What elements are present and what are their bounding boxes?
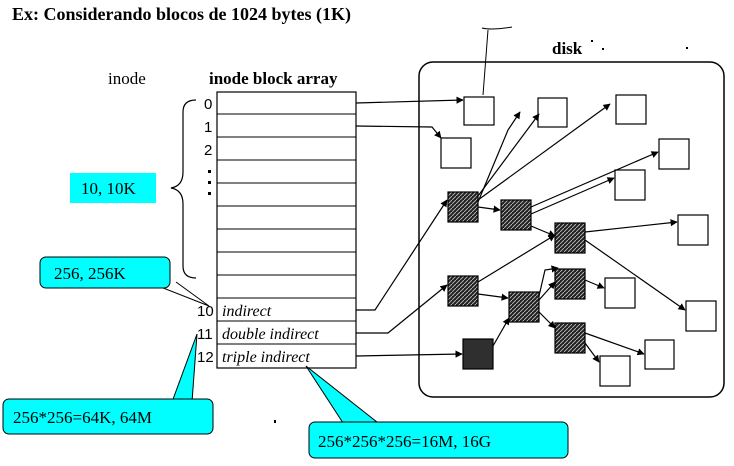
scribble-mark — [481, 26, 513, 96]
callout-triple-pointer — [305, 365, 383, 427]
index-11: 11 — [197, 326, 213, 343]
callout-triple-text: 256*256*256=16M, 16G — [318, 432, 491, 451]
index-12: 12 — [197, 349, 214, 366]
callout-triple: 256*256*256=16M, 16G — [308, 421, 569, 459]
index-0: 0 — [204, 96, 212, 113]
callout-direct: 10, 10K — [70, 173, 156, 203]
index-1: 1 — [204, 119, 212, 136]
callout-direct-text: 10, 10K — [81, 179, 137, 198]
callout-double-text: 256*256=64K, 64M — [13, 408, 152, 427]
inode-block-array — [216, 91, 357, 369]
callout-single-text: 256, 256K — [54, 264, 127, 283]
disk-region — [418, 61, 725, 398]
slide-title: Ex: Considerando blocos de 1024 bytes (1… — [12, 4, 352, 24]
disk-label: disk — [552, 39, 583, 58]
inode-label: inode — [108, 69, 146, 88]
callout-single: 256, 256K — [39, 256, 171, 289]
dust-specks — [274, 40, 688, 423]
triple-indirect-label: triple indirect — [222, 349, 310, 366]
callout-double: 256*256=64K, 64M — [2, 398, 214, 435]
data-blocks — [440, 94, 717, 387]
indirect-label: indirect — [222, 303, 272, 320]
double-indirect-label: double indirect — [222, 326, 319, 343]
callout-double-pointer — [171, 333, 198, 403]
indirect-blocks — [447, 191, 586, 370]
index-10: 10 — [197, 303, 214, 320]
direct-brace — [170, 99, 197, 279]
pointer-arrows — [355, 96, 686, 363]
index-2: 2 — [204, 142, 212, 159]
array-header: inode block array — [209, 69, 338, 88]
ellipsis-dots — [208, 170, 211, 195]
